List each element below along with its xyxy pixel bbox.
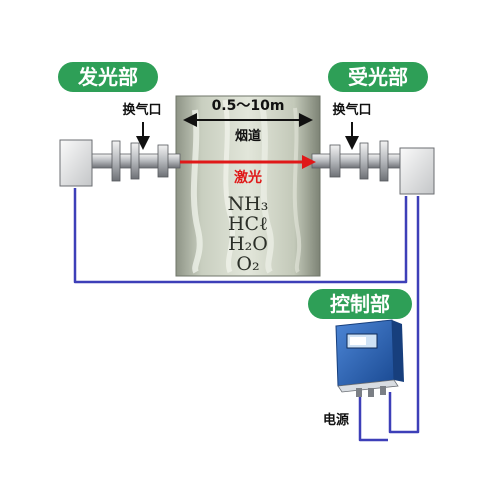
controller-label: 控制部	[330, 292, 390, 316]
gas-formula: NH₃	[228, 193, 269, 215]
receiver-flange	[379, 140, 389, 182]
receiver-label-pill: 受光部	[328, 62, 428, 92]
emitter-unit	[59, 139, 181, 187]
gas-formula: HCℓ	[228, 213, 268, 235]
vent-label-right: 换气口	[332, 102, 371, 118]
receiver-label: 受光部	[348, 65, 408, 89]
vent-label-left: 换气口	[122, 102, 161, 118]
cable-gland	[380, 386, 386, 395]
distance-label: 0.5～10m	[212, 98, 285, 114]
emitter-flange	[157, 144, 169, 178]
receiver-flange	[329, 144, 341, 178]
gas-formula: H₂O	[228, 233, 268, 255]
emitter-flange	[111, 140, 121, 182]
laser-label: 激光	[234, 169, 262, 186]
controller-cabinet	[335, 319, 404, 397]
flue-label: 烟道	[235, 128, 261, 144]
receiver-unit	[311, 140, 435, 195]
laser-arrowhead	[302, 155, 316, 169]
emitter-label-pill: 发光部	[58, 62, 158, 92]
emitter-flange	[130, 142, 140, 180]
gas-formula: O₂	[236, 253, 259, 275]
signal-wiring	[73, 188, 420, 442]
emitter-box	[59, 139, 93, 187]
receiver-flange	[359, 142, 369, 180]
controller-label-pill: 控制部	[308, 289, 412, 319]
cable-gland	[368, 388, 374, 397]
emitter-label: 发光部	[77, 65, 138, 89]
cable-gland	[356, 388, 362, 397]
receiver-box	[399, 147, 435, 195]
power-label: 电源	[323, 412, 349, 428]
